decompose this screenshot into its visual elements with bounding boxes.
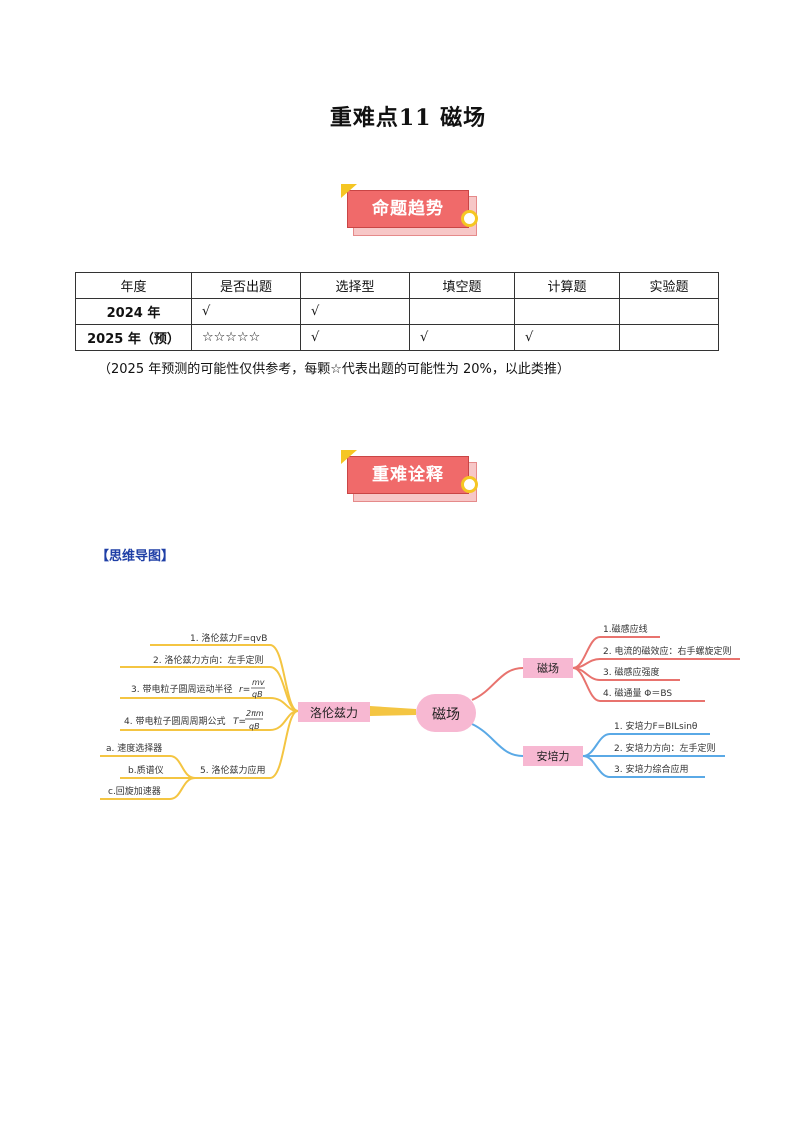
page-title: 重难点11 磁场	[329, 105, 487, 131]
right-bottom-item: 1. 安培力F=BILsinθ	[614, 720, 698, 732]
table-cell: √	[191, 298, 301, 325]
right-top-item: 2. 电流的磁效应：右手螺旋定则	[603, 645, 731, 657]
flag-icon	[341, 450, 357, 464]
table-row: 2024 年 √ √	[75, 298, 719, 325]
branch-line	[195, 710, 299, 779]
branch-line	[572, 658, 740, 669]
branch-line	[471, 667, 524, 701]
table-header: 计算题	[514, 272, 620, 299]
table-cell	[514, 298, 620, 325]
badge-label: 重难诠释	[347, 456, 469, 494]
right-top-node-label: 磁场	[537, 661, 559, 675]
table-cell	[619, 298, 719, 325]
trend-badge: 命题趋势	[341, 184, 487, 244]
branch-line	[572, 667, 705, 702]
formula-r-den: qB	[252, 690, 263, 699]
left-node	[298, 702, 370, 722]
table-cell	[409, 298, 515, 325]
trend-table: 年度 是否出题 选择型 填空题 计算题 实验题 2024 年 √ √ 2025 …	[75, 272, 719, 351]
branch-line	[150, 644, 299, 712]
table-header: 选择型	[300, 272, 410, 299]
table-cell: √	[409, 324, 515, 351]
sub-item: a. 速度选择器	[106, 742, 162, 754]
ring-icon	[461, 476, 478, 493]
left-node-label: 洛伦兹力	[310, 705, 358, 720]
formula-t-num: 2πm	[246, 709, 264, 718]
right-bottom-item: 2. 安培力方向：左手定则	[614, 742, 715, 754]
right-bottom-node	[523, 746, 583, 766]
mind-map: 磁场 洛伦兹力 磁场 安培力 1. 洛伦兹力F=qvB 2. 洛伦兹力方向：左手…	[100, 623, 740, 800]
left-item: 3. 带电粒子圆周运动半径	[131, 683, 232, 695]
table-cell: 2025 年（预）	[75, 324, 192, 351]
table-cell	[619, 324, 719, 351]
explain-badge: 重难诠释	[341, 450, 487, 510]
table-note: （2025 年预测的可能性仅供参考，每颗☆代表出题的可能性为 20%，以此类推）	[98, 362, 570, 377]
table-header: 实验题	[619, 272, 719, 299]
branch-line	[120, 697, 299, 712]
table-header: 年度	[75, 272, 192, 299]
right-bottom-node-label: 安培力	[537, 749, 570, 763]
right-top-item: 4. 磁通量 Φ＝BS	[603, 687, 672, 699]
sub-item: c.回旋加速器	[108, 785, 161, 797]
formula-r-lhs: r=	[239, 685, 250, 695]
table-header-row: 年度 是否出题 选择型 填空题 计算题 实验题	[75, 272, 719, 299]
badge-label: 命题趋势	[347, 190, 469, 228]
formula-r-num: mv	[252, 678, 265, 687]
table-cell: √	[300, 324, 410, 351]
table-cell: √	[300, 298, 410, 325]
table-row: 2025 年（预） ☆☆☆☆☆ √ √ √	[75, 324, 719, 351]
right-top-item: 1.磁感应线	[603, 623, 648, 635]
right-top-item: 3. 磁感应强度	[603, 666, 659, 678]
branch-line	[471, 723, 524, 757]
formula-t-den: qB	[249, 722, 260, 731]
center-node	[416, 694, 476, 732]
right-bottom-item: 3. 安培力综合应用	[614, 763, 688, 775]
center-node-label: 磁场	[432, 707, 460, 723]
sub-item: b.质谱仪	[128, 764, 164, 776]
branch-line	[582, 755, 705, 778]
table-cell: ☆☆☆☆☆	[191, 324, 301, 351]
table-cell: √	[514, 324, 620, 351]
left-item: 2. 洛伦兹力方向：左手定则	[153, 654, 263, 666]
ring-icon	[461, 210, 478, 227]
left-item: 5. 洛伦兹力应用	[200, 764, 265, 776]
formula-t-lhs: T=	[233, 717, 246, 727]
flag-icon	[341, 184, 357, 198]
branch-connector	[370, 706, 416, 716]
table-header: 是否出题	[191, 272, 301, 299]
section-label: 【思维导图】	[96, 549, 175, 564]
right-top-node	[523, 658, 573, 678]
table-cell: 2024 年	[75, 298, 192, 325]
left-item: 4. 带电粒子圆周周期公式	[124, 715, 225, 727]
branch-line	[100, 777, 196, 800]
left-item: 1. 洛伦兹力F=qvB	[190, 632, 267, 644]
table-header: 填空题	[409, 272, 515, 299]
